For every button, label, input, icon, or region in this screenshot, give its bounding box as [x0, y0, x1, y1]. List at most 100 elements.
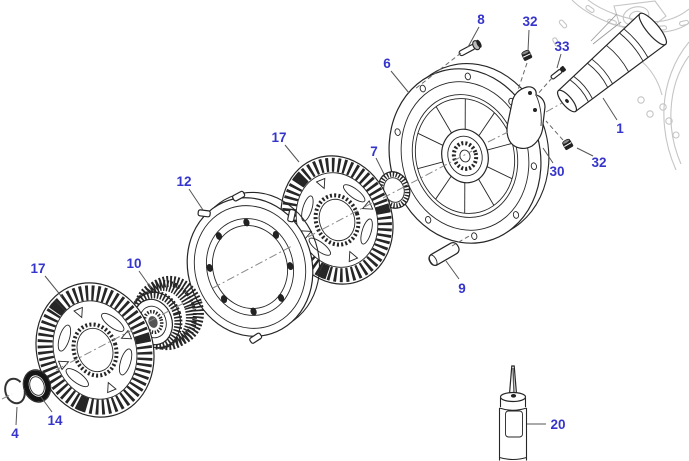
- housing-bolt-hole: [659, 103, 667, 111]
- assembly-centerline: [1, 102, 563, 400]
- pin33-head: [559, 65, 567, 73]
- housing-slot: [585, 5, 595, 13]
- housing-bore-arc: [639, 59, 663, 96]
- callout-17-middle: 17: [271, 130, 286, 145]
- leader-7: [375, 157, 385, 175]
- leader-9: [445, 260, 460, 280]
- callout-33: 33: [554, 39, 570, 54]
- nut32t-projection: [517, 62, 528, 91]
- shaft-ring: [619, 32, 644, 62]
- cartridge-shoulder: [499, 407, 527, 411]
- nut32t-facet: [522, 53, 531, 58]
- pin-33: [550, 65, 567, 80]
- snap-ring-body: [4, 377, 26, 405]
- gear10-teeth-back: [140, 275, 204, 347]
- callout-1: 1: [616, 121, 624, 136]
- seal14-body: [23, 370, 51, 402]
- seal14-inner: [29, 376, 45, 396]
- shaft-ring: [623, 28, 649, 58]
- bolt8-projection: [414, 52, 462, 90]
- disc17l-ring-inner-edge: [52, 300, 138, 400]
- cover-spokes: [417, 98, 513, 214]
- projection-lines: [414, 52, 564, 247]
- leader-30: [542, 147, 554, 164]
- gear10-teeth-mid: [133, 279, 197, 351]
- shaft-center-hole: [565, 99, 569, 103]
- callout-8: 8: [477, 12, 485, 27]
- leader-lines: [15, 26, 618, 426]
- plate12-lug: [232, 190, 246, 202]
- housing-slot: [679, 19, 689, 27]
- callout-6: 6: [383, 56, 391, 71]
- leader-17-left: [44, 275, 63, 298]
- leader-14: [40, 396, 53, 413]
- disc17m-window-cutouts: [301, 184, 373, 256]
- leader-4: [15, 406, 18, 426]
- housing-right-arc-inner: [670, 55, 689, 165]
- leader-33: [556, 53, 562, 69]
- nut32b-top-face: [562, 138, 571, 145]
- bracket-30: [506, 86, 546, 149]
- cartridge-label-patch: [505, 410, 523, 438]
- pin9-projection: [451, 234, 472, 247]
- nut32b-facet: [564, 142, 572, 147]
- disc17l-triangle-cutouts: [57, 306, 133, 394]
- leader-6: [390, 70, 410, 94]
- housing-bolt-hole: [646, 110, 654, 118]
- callout-30: 30: [549, 164, 564, 179]
- bracket-bolt: [528, 91, 532, 95]
- nut32b-projection: [545, 120, 564, 141]
- shaft-ring: [573, 76, 593, 99]
- housing-slot: [607, 18, 617, 26]
- cartridge-cap-sides: [499, 398, 527, 407]
- input-shaft-1: [556, 12, 668, 113]
- pin33-projection: [535, 77, 553, 97]
- intermediate-plate-12: [186, 190, 321, 344]
- pin-9: [428, 242, 460, 266]
- shaft-ring: [606, 45, 629, 72]
- shaft-end-cap: [638, 12, 668, 46]
- shaft-ring: [587, 63, 609, 88]
- plate12-lug: [287, 208, 296, 223]
- callout-4: 4: [11, 426, 19, 441]
- housing-top-bracket: [613, 0, 667, 31]
- disc17m-hub-spline: [313, 193, 361, 247]
- leader-17-middle: [284, 144, 300, 163]
- disc17l-hub-inner: [76, 327, 114, 373]
- pin33-shank: [550, 68, 563, 80]
- gear10-bore-shadow: [148, 316, 158, 328]
- cartridge-cap-hole: [510, 394, 517, 398]
- housing-slot: [558, 19, 568, 29]
- plate12-opening-outer: [205, 218, 295, 316]
- snap-ring-4: [4, 377, 26, 405]
- leader-10: [138, 270, 152, 289]
- callout-12: 12: [176, 174, 191, 189]
- cartridge-body-sides: [498, 408, 528, 461]
- cartridge-nozzle-core: [512, 367, 515, 394]
- cover-hub-mid: [447, 135, 483, 177]
- leader-1: [602, 97, 618, 121]
- bolt-8: [458, 39, 482, 57]
- housing-bolt-hole: [665, 117, 673, 125]
- nut-32-bottom: [562, 138, 574, 150]
- housing-wire-line: [590, 13, 618, 42]
- seal14-outer: [22, 369, 52, 403]
- disc17l-window-cutouts: [57, 312, 133, 388]
- callout-14: 14: [47, 413, 63, 428]
- callout-17-left: 17: [30, 261, 45, 276]
- housing-wire-line: [592, 21, 622, 45]
- callout-32-bottom: 32: [591, 155, 606, 170]
- callout-10: 10: [126, 256, 141, 271]
- housing-bolt-hole: [637, 96, 645, 104]
- shaft-ring: [569, 79, 589, 102]
- leader-8: [467, 26, 480, 48]
- leader-12: [188, 188, 204, 211]
- bracket-fold-line: [535, 94, 542, 127]
- nut-32-top: [521, 49, 533, 61]
- callouts: 8 32 33 6 1 17 7 30 32 12 9 17 10 14 4 2…: [11, 12, 624, 441]
- bolt8-head-end: [476, 39, 482, 48]
- leader-32-bottom: [576, 147, 594, 157]
- shaft-ring: [591, 58, 613, 84]
